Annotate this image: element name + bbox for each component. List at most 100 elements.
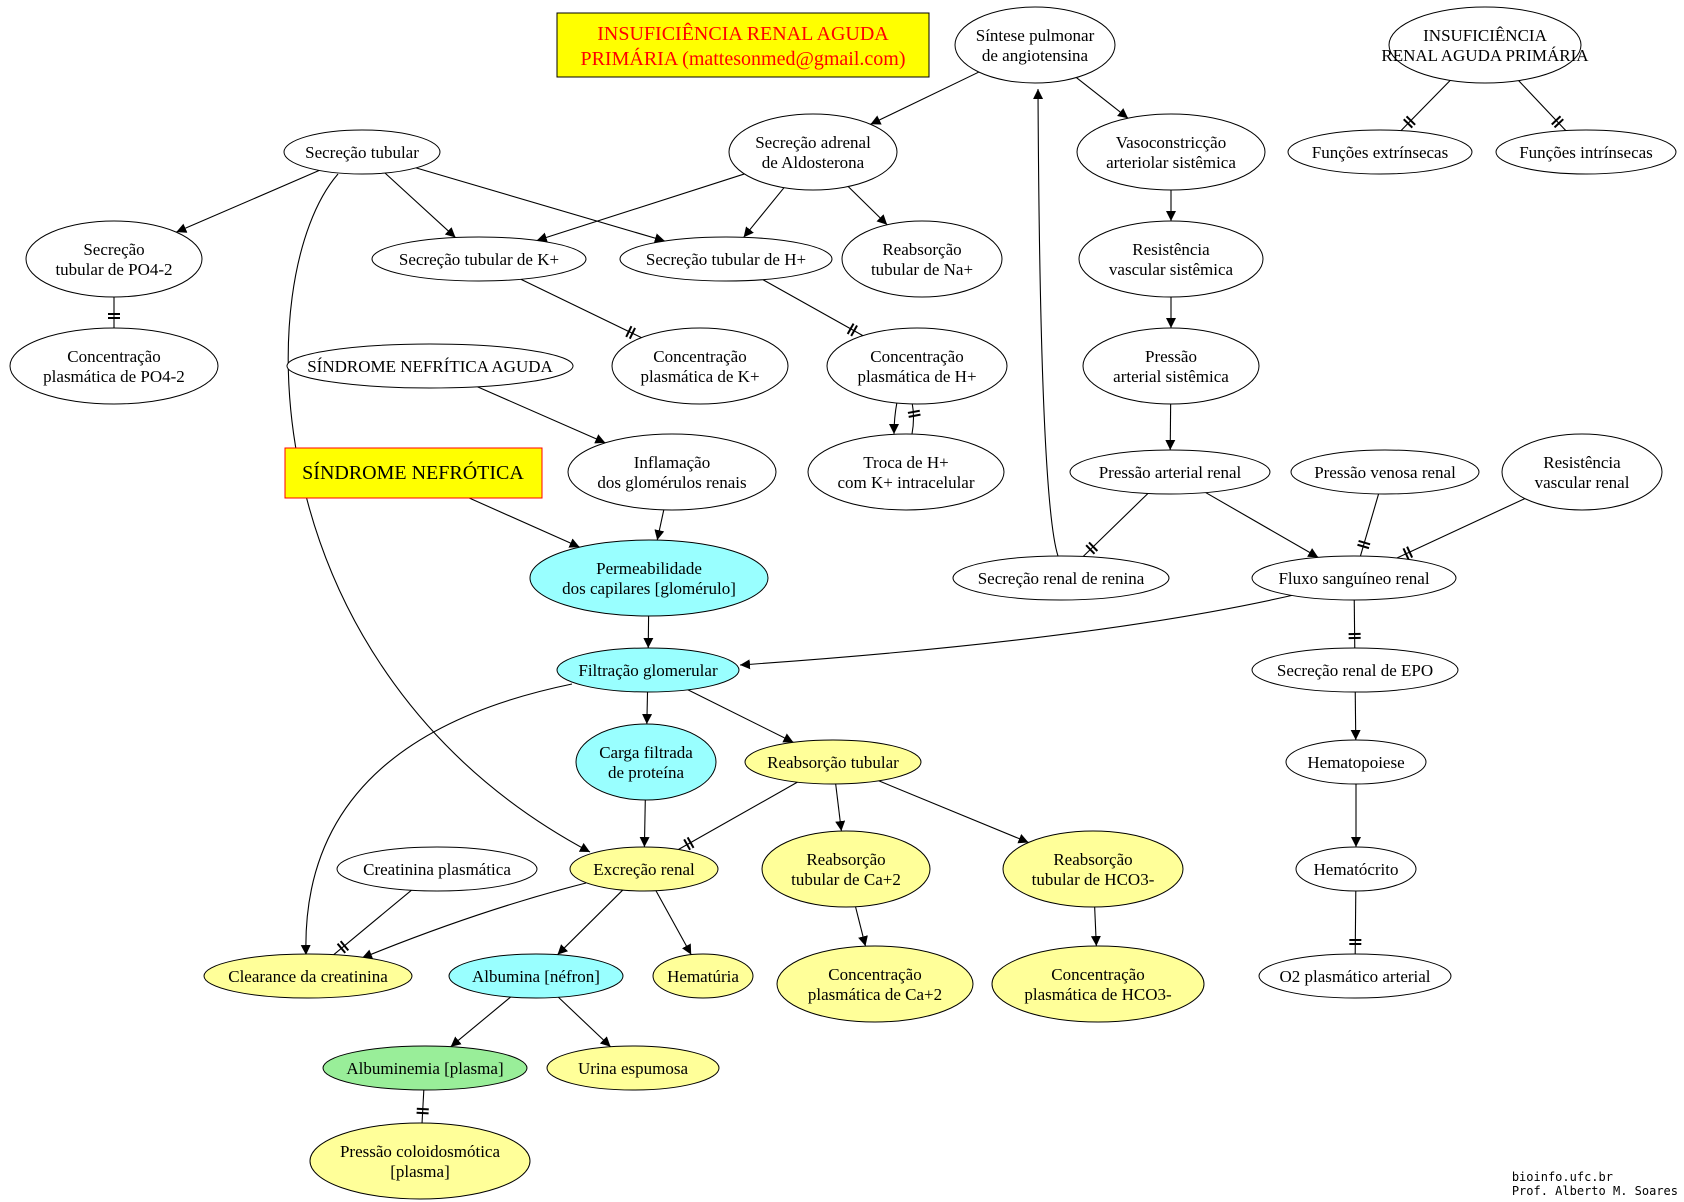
node-label: Pressão bbox=[1145, 347, 1197, 366]
edge-albumina-to-urina bbox=[558, 996, 611, 1048]
edge-fluxo-to-filtracao bbox=[739, 593, 1299, 670]
node-label: Concentração bbox=[67, 347, 160, 366]
node-shape bbox=[448, 953, 624, 999]
node-pressao-col: Pressão coloidosmótica[plasma] bbox=[309, 1122, 531, 1200]
node-sna: SÍNDROME NEFRÍTICA AGUDA bbox=[286, 343, 574, 389]
node-shape bbox=[826, 327, 1008, 405]
inhibition-bar bbox=[625, 325, 633, 338]
edge-reab_tub-to-reab_ca bbox=[835, 783, 846, 832]
edge-resist_renal-to-fluxo bbox=[1396, 498, 1526, 560]
footer-credit: bioinfo.ufc.br Prof. Alberto M. Soares bbox=[1512, 1170, 1678, 1198]
node-hematopoiese: Hematopoiese bbox=[1285, 739, 1427, 785]
node-label: Creatinina plasmática bbox=[363, 860, 511, 879]
node-urina: Urina espumosa bbox=[546, 1045, 720, 1091]
node-func-intr: Funções intrínsecas bbox=[1495, 129, 1677, 175]
node-shape bbox=[556, 647, 740, 693]
node-label: Síntese pulmonar bbox=[976, 26, 1095, 45]
edge-pressao_renal-to-renina bbox=[1082, 493, 1149, 557]
inhibition-bar bbox=[683, 838, 691, 851]
edge-fluxo-to-epo bbox=[1348, 599, 1361, 649]
edge-filtracao-to-carga bbox=[642, 691, 653, 725]
node-label: de angiotensina bbox=[982, 46, 1089, 65]
node-label: Funções extrínsecas bbox=[1312, 143, 1448, 162]
nodes-layer: INSUFICIÊNCIA RENAL AGUDA PRIMÁRIA (matt… bbox=[9, 6, 1677, 1200]
title-line-1: INSUFICIÊNCIA RENAL AGUDA bbox=[597, 22, 889, 45]
edge-sec_tub-to-sec_k bbox=[384, 172, 456, 238]
node-shape bbox=[283, 129, 441, 175]
node-shape bbox=[529, 539, 769, 617]
node-o2: O2 plasmático arterial bbox=[1258, 953, 1452, 999]
node-shape bbox=[761, 830, 931, 908]
node-label: Reabsorção tubular bbox=[767, 753, 899, 772]
node-label: plasmática de PO4-2 bbox=[43, 367, 185, 386]
footer-author: Prof. Alberto M. Soares bbox=[1511, 1184, 1678, 1198]
node-label: Albuminemia [plasma] bbox=[346, 1059, 503, 1078]
inhibition-bar bbox=[1551, 115, 1562, 126]
node-label: Resistência bbox=[1132, 240, 1210, 259]
footer-site: bioinfo.ufc.br bbox=[1511, 1170, 1613, 1184]
title-line-2: PRIMÁRIA (mattesonmed@gmail.com) bbox=[580, 47, 905, 70]
node-shape bbox=[1002, 830, 1184, 908]
inhibition-bar bbox=[907, 409, 920, 414]
node-sec-tub: Secreção tubular bbox=[283, 129, 441, 175]
node-pressao-renal: Pressão arterial renal bbox=[1069, 449, 1271, 495]
node-shape bbox=[203, 953, 413, 999]
inhibition-bar bbox=[846, 323, 855, 335]
edge-hematocrito-to-o2 bbox=[1349, 890, 1362, 955]
edge-carga-to-excrecao bbox=[639, 799, 650, 848]
node-shape bbox=[575, 723, 717, 801]
node-shape bbox=[954, 6, 1116, 84]
node-label: Hematúria bbox=[667, 967, 739, 986]
inhibition-bar bbox=[1358, 539, 1371, 546]
node-label: INSUFICIÊNCIA bbox=[1423, 26, 1547, 45]
node-label: Inflamação bbox=[634, 453, 710, 472]
node-sec-h: Secreção tubular de H+ bbox=[619, 236, 833, 282]
edge-inflam-to-permeab bbox=[654, 509, 665, 541]
node-creat-plasm: Creatinina plasmática bbox=[336, 846, 538, 892]
inhibition-bar bbox=[686, 836, 695, 849]
node-epo: Secreção renal de EPO bbox=[1251, 647, 1459, 693]
edge-filtracao-to-reab_tub bbox=[687, 689, 794, 743]
node-shape bbox=[1251, 647, 1459, 693]
node-label: O2 plasmático arterial bbox=[1279, 967, 1430, 986]
node-label: Secreção tubular de H+ bbox=[646, 250, 806, 269]
inhibition-bar bbox=[1553, 118, 1564, 129]
node-renina: Secreção renal de renina bbox=[952, 555, 1170, 601]
node-shape bbox=[371, 236, 587, 282]
edge-sec_adrenal-to-sec_h bbox=[743, 187, 785, 238]
node-shape bbox=[1258, 953, 1452, 999]
node-label: de Aldosterona bbox=[762, 153, 865, 172]
node-reab-tub: Reabsorção tubular bbox=[744, 739, 922, 785]
node-label: RENAL AGUDA PRIMÁRIA bbox=[1381, 46, 1589, 65]
node-shape bbox=[322, 1045, 528, 1091]
edge-excrecao-to-clearance bbox=[361, 882, 587, 959]
node-func-extr: Funções extrínsecas bbox=[1287, 129, 1473, 175]
edge-sintese-to-vasoconstr bbox=[1076, 77, 1129, 119]
inhibition-bar bbox=[1405, 115, 1416, 126]
edge-reab_tub-to-excrecao bbox=[678, 781, 798, 851]
node-shape bbox=[1082, 327, 1260, 405]
node-hematuria: Hematúria bbox=[652, 953, 754, 999]
node-label: Reabsorção bbox=[806, 850, 885, 869]
node-excrecao: Excreção renal bbox=[569, 846, 719, 892]
node-label: com K+ intracelular bbox=[837, 473, 974, 492]
box-node-sindrome-nefrotica: SÍNDROME NEFRÓTICA bbox=[284, 447, 543, 499]
node-label: dos capilares [glomérulo] bbox=[562, 579, 736, 598]
node-label: Concentração bbox=[1051, 965, 1144, 984]
node-sec-k: Secreção tubular de K+ bbox=[371, 236, 587, 282]
edge-sintese-to-sec_adrenal bbox=[870, 71, 980, 125]
edge-troca-to-conc_h bbox=[907, 401, 921, 435]
node-label: Secreção tubular de K+ bbox=[399, 250, 559, 269]
node-shape bbox=[336, 846, 538, 892]
node-shape bbox=[1078, 220, 1264, 298]
